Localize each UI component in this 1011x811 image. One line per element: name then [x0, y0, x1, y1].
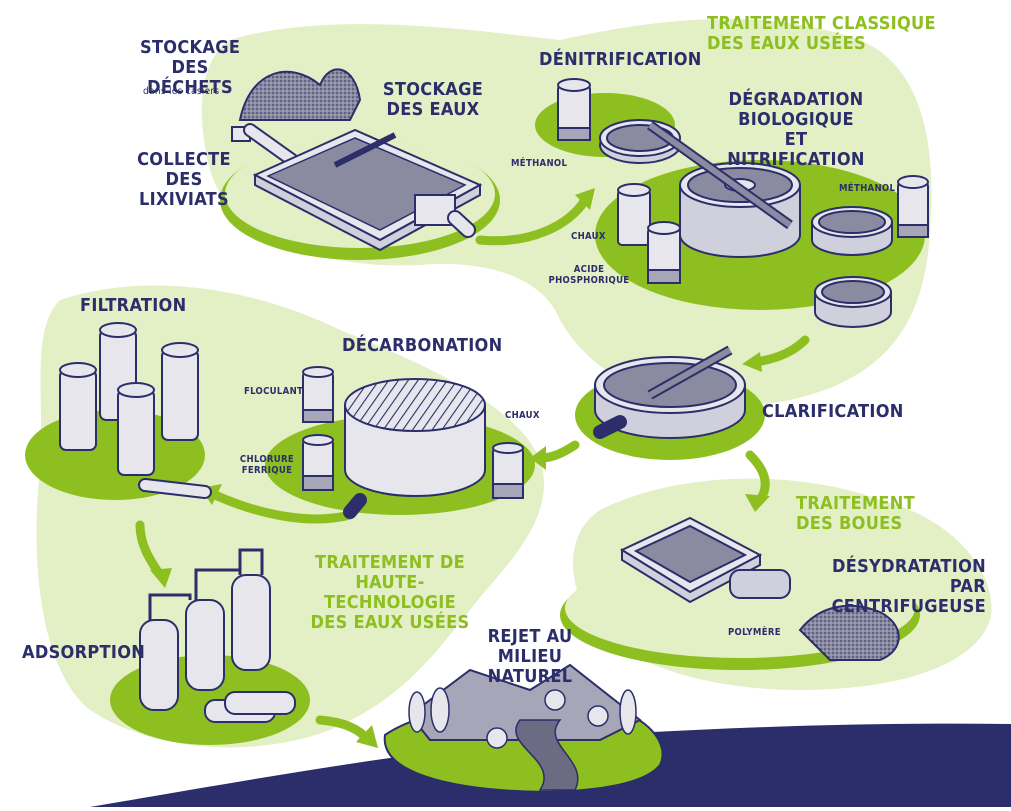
bio-equipment — [617, 120, 929, 328]
chem-methanol-left: MÉTHANOL — [511, 158, 568, 169]
chem-chlorure: CHLORURE FERRIQUE — [239, 454, 295, 476]
stage-adsorption: ADSORPTION — [22, 642, 146, 663]
chem-methanol-right: MÉTHANOL — [839, 183, 896, 194]
stage-collecte: COLLECTE DES LIXIVIATS — [137, 149, 231, 210]
stage-denitrification: DÉNITRIFICATION — [539, 49, 702, 70]
stage-dans-casiers: dans les casiers — [143, 86, 220, 97]
stage-deshydratation: DÉSYDRATATION PAR CENTRIFUGEUSE — [831, 556, 986, 617]
clarifier-equipment — [593, 345, 746, 439]
decarbonation-equipment — [302, 366, 524, 519]
stage-filtration: FILTRATION — [80, 295, 187, 316]
section-hightech-title: TRAITEMENT DE HAUTE-TECHNOLOGIE DES EAUX… — [310, 552, 470, 633]
stage-rejet: REJET AU MILIEU NATUREL — [487, 626, 573, 687]
chem-chaux-top: CHAUX — [571, 231, 606, 242]
stage-degradation: DÉGRADATION BIOLOGIQUE ET NITRIFICATION — [727, 89, 865, 170]
filtration-equipment — [59, 322, 212, 499]
stage-decarbonation: DÉCARBONATION — [342, 335, 503, 356]
stage-stockage-eaux: STOCKAGE DES EAUX — [382, 79, 484, 120]
chem-chaux-mid: CHAUX — [505, 410, 540, 421]
chem-polymere: POLYMÈRE — [728, 627, 781, 638]
stage-stockage-dechets: STOCKAGE DES DÉCHETS — [140, 37, 241, 98]
chem-floculant: FLOCULANT — [244, 386, 304, 397]
section-boues-title: TRAITEMENT DES BOUES — [796, 493, 915, 534]
adsorption-equipment — [139, 548, 296, 723]
boues-equipment — [619, 516, 900, 661]
section-classic-title: TRAITEMENT CLASSIQUE DES EAUX USÉES — [707, 13, 936, 54]
stage-clarification: CLARIFICATION — [762, 401, 904, 422]
chem-acide: ACIDE PHOSPHORIQUE — [548, 264, 630, 286]
